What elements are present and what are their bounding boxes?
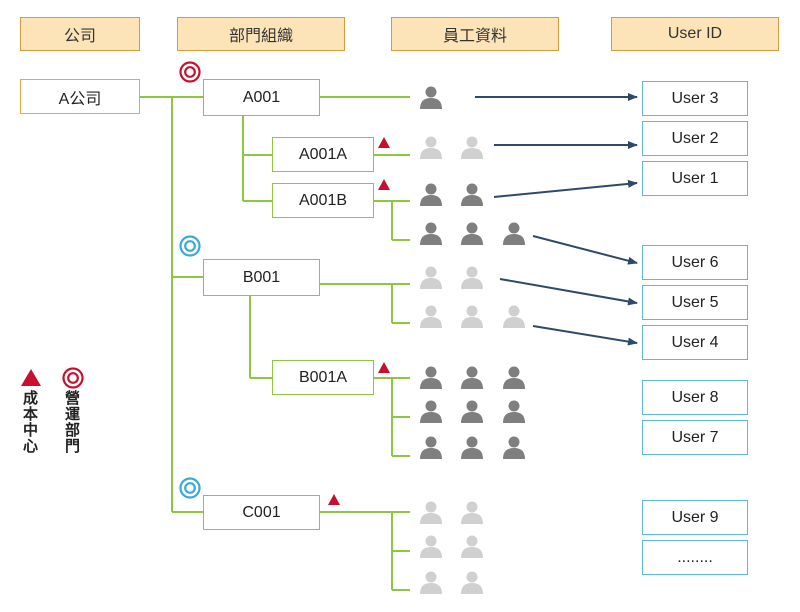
operating-dept-marker-c001 — [179, 477, 201, 499]
person-icon — [420, 501, 442, 524]
user-id-box-1: User 1 — [642, 161, 748, 196]
company-label: A公司 — [58, 90, 102, 108]
user-id-box-7: User 7 — [642, 420, 748, 455]
person-icon — [503, 222, 525, 245]
header-employee: 員工資料 — [391, 17, 559, 51]
dept-node-a001b: A001B — [272, 183, 374, 218]
user-id-label-more: ........ — [677, 548, 713, 566]
dept-node-c001: C001 — [203, 495, 320, 530]
person-icon — [420, 222, 442, 245]
dept-node-b001a: B001A — [272, 360, 374, 395]
user-id-label-3: User 3 — [671, 89, 719, 107]
person-icon — [420, 366, 442, 389]
dept-label-b001a: B001A — [298, 368, 348, 386]
user-id-box-3: User 3 — [642, 81, 748, 116]
person-icon — [420, 86, 442, 109]
header-department-label: 部門組織 — [228, 28, 293, 45]
dept-label-a001a: A001A — [298, 145, 348, 163]
arrow-to-user-5 — [499, 278, 638, 306]
user-id-box-2: User 2 — [642, 121, 748, 156]
user-id-box-more: ........ — [642, 540, 748, 575]
connector-lines — [140, 96, 410, 591]
user-id-box-4: User 4 — [642, 325, 748, 360]
dept-label-c001: C001 — [242, 503, 281, 521]
person-icon — [461, 501, 483, 524]
person-icon — [461, 571, 483, 594]
person-icon — [461, 266, 483, 289]
person-icon — [461, 535, 483, 558]
person-icon — [420, 266, 442, 289]
legend-double-circle-icon — [62, 367, 84, 389]
user-id-label-1: User 1 — [671, 169, 719, 187]
legend-triangle-icon — [21, 369, 41, 386]
person-icon — [420, 400, 442, 423]
user-id-label-9: User 9 — [671, 508, 719, 526]
header-department: 部門組織 — [177, 17, 345, 51]
dept-label-a001b: A001B — [298, 191, 348, 209]
user-id-box-5: User 5 — [642, 285, 748, 320]
person-icon — [461, 366, 483, 389]
dept-node-a001: A001 — [203, 79, 320, 116]
operating-dept-marker-a001 — [179, 61, 201, 83]
header-user-id: User ID — [611, 17, 779, 51]
arrow-to-user-4 — [532, 325, 638, 346]
arrow-to-user-6 — [532, 235, 638, 265]
user-id-label-2: User 2 — [671, 129, 719, 147]
person-icon — [461, 136, 483, 159]
cost-center-marker-a001b — [378, 179, 390, 190]
person-icon — [461, 400, 483, 423]
cost-center-marker-c001 — [328, 494, 340, 505]
user-id-box-8: User 8 — [642, 380, 748, 415]
person-icon — [503, 436, 525, 459]
header-company-label: 公司 — [63, 28, 96, 45]
cost-center-marker-a001a — [378, 137, 390, 148]
user-id-label-6: User 6 — [671, 253, 719, 271]
user-arrows — [475, 93, 638, 346]
dept-label-b001: B001 — [242, 268, 281, 286]
person-icon — [420, 183, 442, 206]
user-id-label-5: User 5 — [671, 293, 719, 311]
header-company: 公司 — [20, 17, 140, 51]
user-id-box-9: User 9 — [642, 500, 748, 535]
company-node: A公司 — [20, 79, 140, 114]
person-icon — [420, 571, 442, 594]
person-icon — [461, 183, 483, 206]
person-icon — [503, 400, 525, 423]
person-icon — [503, 305, 525, 328]
cost-center-marker-b001a — [378, 362, 390, 373]
operating-dept-marker-b001 — [179, 235, 201, 257]
person-icon — [461, 222, 483, 245]
user-id-label-8: User 8 — [671, 388, 719, 406]
person-icon — [420, 305, 442, 328]
header-employee-label: 員工資料 — [442, 28, 507, 45]
arrow-to-user-1 — [493, 179, 638, 198]
person-icon — [461, 305, 483, 328]
cost-center-markers — [328, 137, 390, 505]
employee-icons — [420, 86, 525, 594]
legend-cost-center-label: 成本中心 — [21, 390, 38, 454]
legend-operating-dept-label: 營運部門 — [63, 390, 80, 454]
user-id-label-7: User 7 — [671, 428, 719, 446]
person-icon — [461, 436, 483, 459]
dept-node-b001: B001 — [203, 259, 320, 296]
header-user-id-label: User ID — [667, 25, 723, 42]
dept-label-a001: A001 — [242, 88, 281, 106]
person-icon — [420, 535, 442, 558]
user-id-box-6: User 6 — [642, 245, 748, 280]
person-icon — [420, 436, 442, 459]
person-icon — [420, 136, 442, 159]
dept-node-a001a: A001A — [272, 137, 374, 172]
user-id-label-4: User 4 — [671, 333, 719, 351]
person-icon — [503, 366, 525, 389]
